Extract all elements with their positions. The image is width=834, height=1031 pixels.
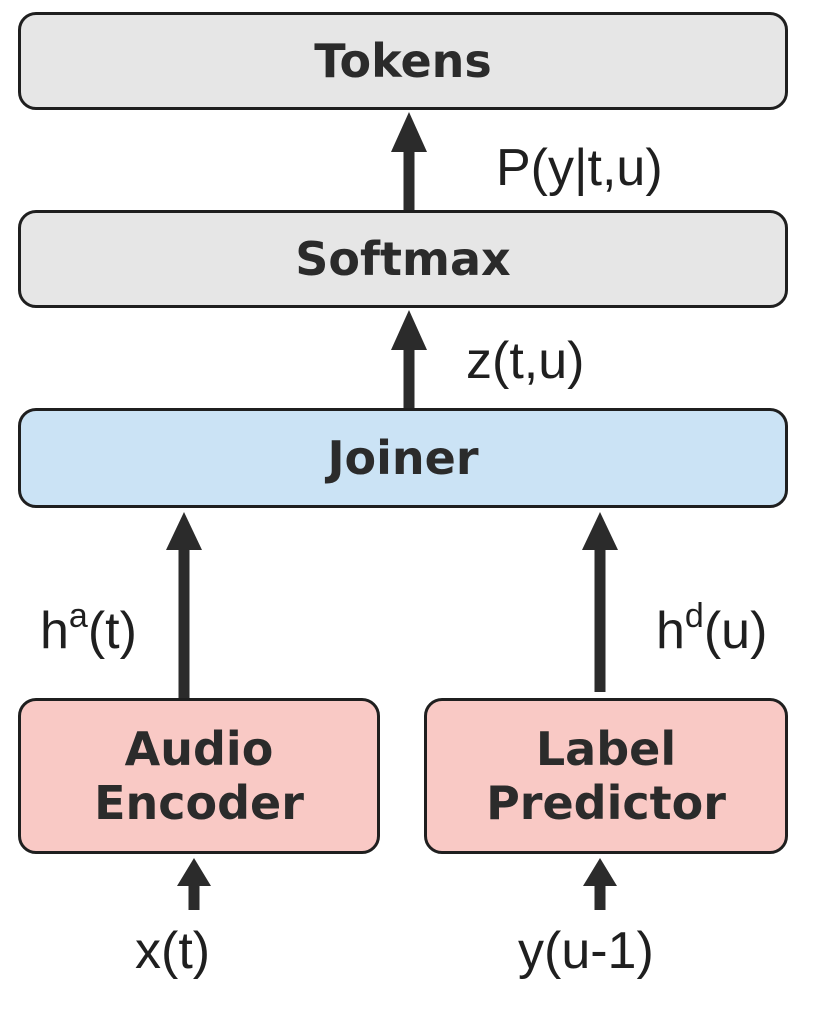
audio-encoder-label-line1: Audio [124, 721, 274, 776]
label-hidden-arg: (u) [703, 602, 768, 660]
softmax-block: Softmax [18, 210, 788, 308]
label-predictor-block: Label Predictor [424, 698, 788, 854]
softmax-block-label: Softmax [295, 231, 511, 286]
label-hidden-label: hd(u) [656, 599, 768, 660]
label-hidden-superscript: d [684, 596, 704, 635]
probability-label: P(y|t,u) [496, 139, 663, 197]
label-predictor-label-line2: Predictor [486, 776, 726, 830]
audio-hidden-label: ha(t) [40, 599, 137, 660]
audio-encoder-label-line2: Encoder [94, 776, 304, 830]
audio-encoder-block: Audio Encoder [18, 698, 380, 854]
arrow-input-to-label [583, 858, 617, 910]
arrow-audio-to-joiner [166, 512, 202, 698]
label-input-label: y(u-1) [518, 922, 654, 980]
audio-hidden-arg: (t) [87, 602, 137, 660]
joiner-block: Joiner [18, 408, 788, 508]
joiner-block-label: Joiner [327, 430, 479, 485]
arrow-joiner-to-softmax [391, 310, 427, 408]
audio-hidden-superscript: a [68, 596, 88, 635]
arrow-softmax-to-tokens [391, 112, 427, 210]
logit-label: z(t,u) [466, 332, 585, 390]
label-predictor-label-line1: Label [535, 721, 677, 776]
label-hidden-base: h [656, 602, 685, 660]
audio-hidden-base: h [40, 602, 69, 660]
tokens-block-label: Tokens [314, 33, 492, 88]
audio-input-label: x(t) [135, 922, 211, 980]
arrow-label-to-joiner [582, 512, 618, 692]
arrow-input-to-audio [177, 858, 211, 910]
tokens-block: Tokens [18, 12, 788, 110]
